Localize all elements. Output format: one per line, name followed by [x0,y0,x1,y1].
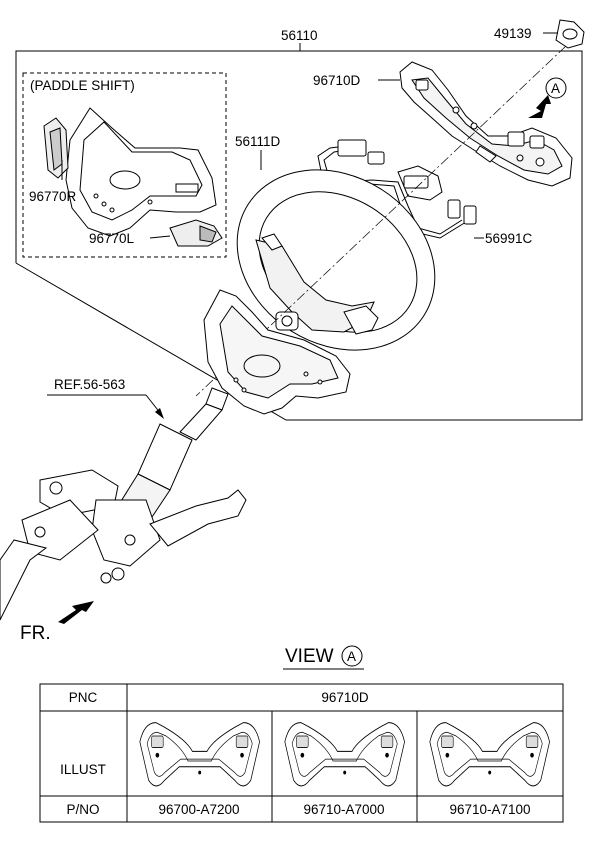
lower-cover-illustration [203,289,351,415]
callout-56991C: 56991C [485,231,533,246]
view-title-marker-letter: A [347,649,356,664]
callout-49139: 49139 [494,26,532,41]
front-arrow [58,601,94,624]
table-pno-3: 96710-A7100 [449,802,530,817]
steering-switch-bezel-icon [139,722,261,787]
callout-96770L: 96770L [89,231,135,246]
view-title-marker [341,645,363,667]
leader-96770L [149,235,171,239]
callout-96710D: 96710D [313,73,361,88]
paddle-shift-label: (PADDLE SHIFT) [30,78,135,93]
table-pnc-value: 96710D [321,690,369,705]
assembly-centerline [195,45,567,397]
callout-56110: 56110 [281,28,318,43]
nut-illustration [555,19,585,49]
table-pno-1: 96700-A7200 [158,802,239,817]
paddle-left-illustration [169,219,223,247]
table-pno-2: 96710-A7000 [303,802,384,817]
front-label: FR. [20,623,51,644]
remote-switch-illustration [399,61,573,187]
callout-96770R: 96770R [29,189,77,204]
view-a-marker-letter: A [551,81,560,96]
view-a-arrow [528,95,551,118]
callout-ref-56-563: REF.56-563 [54,377,125,392]
table-header-illust: ILLUST [60,762,106,777]
leader-ref-56-563-arrowhead [155,408,164,419]
callout-56111D: 56111D [235,134,281,149]
steering-switch-bezel-icon [284,722,406,787]
steering-column-illustration [0,387,247,621]
view-a-marker [545,77,567,99]
paddle-right-illustration [43,117,69,179]
paddle-shift-cover-illustration [65,107,217,237]
steering-wheel-illustration [236,169,436,351]
paddle-shift-group-box [22,72,227,258]
table-header-pno: P/NO [66,802,99,817]
table-header-pnc: PNC [69,690,98,705]
view-title-text: VIEW [285,646,334,667]
steering-switch-bezel-icon [429,722,551,787]
parts-table [39,683,564,823]
